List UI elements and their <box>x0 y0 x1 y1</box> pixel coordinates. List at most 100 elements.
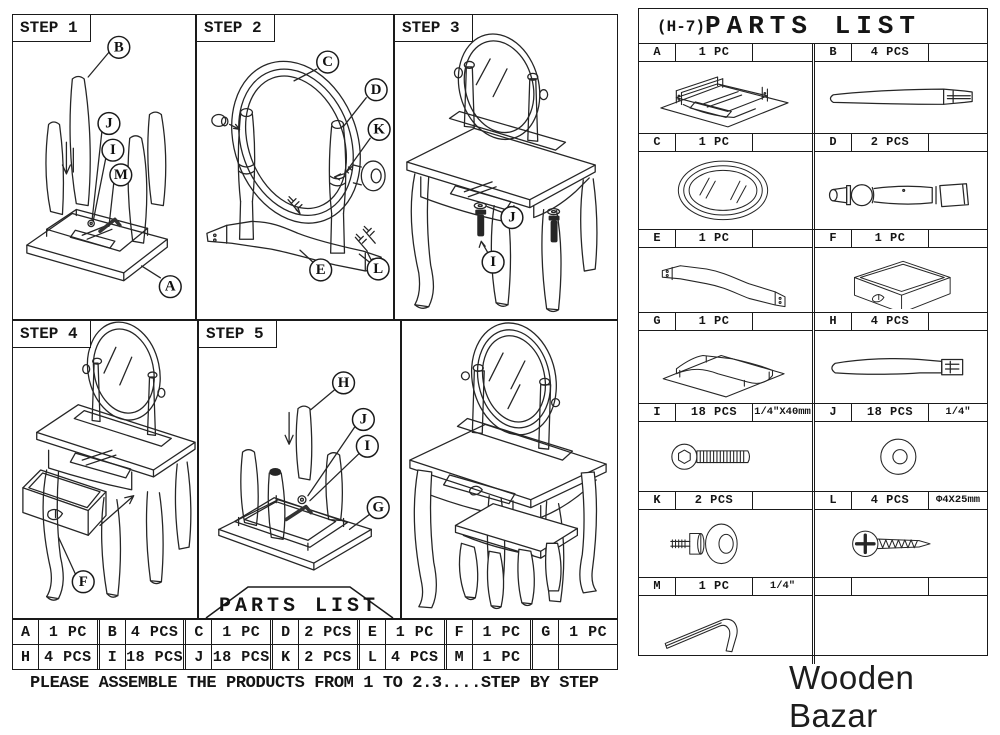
svg-text:G: G <box>372 500 384 516</box>
step3-panel: STEP 3 <box>394 14 618 320</box>
stool-leg-icon <box>831 357 964 376</box>
step3-illustration-table-with-mirror: J I <box>406 33 598 313</box>
mirror-base-rail-icon <box>661 264 786 307</box>
callout-step2-K: K <box>367 117 391 142</box>
assembly-instruction-sheet: { "brand": "Wooden Bazar", "sheet": { "b… <box>12 8 988 734</box>
svg-text:D: D <box>371 82 382 98</box>
callout-step3-J: J <box>500 205 524 230</box>
summary-cell-empty <box>530 645 617 669</box>
parts-list-banner-title: PARTS LIST <box>219 595 379 618</box>
svg-text:E: E <box>316 262 326 278</box>
step2-illustration-mirror-assembly: C D K E L <box>206 50 391 282</box>
callout-step2-E: E <box>309 258 333 282</box>
final-assembly-illustration <box>409 322 607 610</box>
step4-panel: STEP 4 <box>12 320 198 619</box>
step5-panel: STEP 5 <box>198 320 401 619</box>
svg-text:J: J <box>508 210 516 226</box>
parts-list-header: (H-7) PARTS LIST <box>639 9 987 44</box>
allen-key-icon <box>664 618 738 652</box>
callout-step1-A: A <box>158 275 182 299</box>
svg-text:H: H <box>338 375 350 391</box>
mirror-knob-icon <box>670 523 738 564</box>
oval-mirror-icon <box>678 160 769 221</box>
svg-text:L: L <box>373 261 383 277</box>
svg-text:I: I <box>490 254 496 270</box>
step5-label: STEP 5 <box>199 321 277 348</box>
instruction-sheet: STEP 1 <box>12 14 618 670</box>
callout-step4-F: F <box>71 570 95 594</box>
callout-step2-D: D <box>364 78 388 102</box>
stool-seat-frame-icon <box>662 354 785 398</box>
callout-step5-I: I <box>355 434 379 458</box>
parts-list-title: PARTS LIST <box>704 11 922 41</box>
svg-text:A: A <box>165 279 176 295</box>
step4-label: STEP 4 <box>13 321 91 348</box>
step4-illustration-drawer-insertion: F <box>22 321 196 601</box>
svg-text:C: C <box>322 54 333 70</box>
assembly-note: PLEASE ASSEMBLE THE PRODUCTS FROM 1 TO 2… <box>30 674 599 693</box>
svg-text:I: I <box>110 142 116 158</box>
svg-text:M: M <box>114 167 128 183</box>
table-leg-icon <box>830 88 973 105</box>
step1-illustration-inverted-table: B J I M A <box>26 35 182 299</box>
svg-text:F: F <box>79 574 88 590</box>
washer-icon <box>880 438 917 475</box>
step1-label: STEP 1 <box>13 15 91 42</box>
step5-illustration-inverted-stool: H J I G <box>218 371 390 571</box>
drawer-icon <box>854 260 951 310</box>
final-assembly-panel <box>401 320 618 619</box>
callout-step2-L: L <box>366 257 390 281</box>
svg-text:J: J <box>360 411 368 427</box>
callout-step1-I: I <box>101 138 125 162</box>
empty-part-body <box>815 596 987 664</box>
part-cell-empty <box>812 578 987 664</box>
svg-text:B: B <box>114 39 124 55</box>
callout-step5-H: H <box>331 371 356 395</box>
callout-step2-C: C <box>316 50 340 74</box>
step3-label: STEP 3 <box>395 15 473 42</box>
callout-step1-M: M <box>109 163 133 187</box>
callout-step5-J: J <box>351 407 375 432</box>
step2-label: STEP 2 <box>197 15 275 42</box>
svg-text:K: K <box>373 121 385 137</box>
hex-bolt-icon <box>671 443 751 470</box>
brand-watermark: Wooden Bazar <box>789 659 915 734</box>
step1-panel: STEP 1 <box>12 14 196 320</box>
svg-text:J: J <box>105 115 113 131</box>
parts-list-banner: PARTS LIST <box>205 586 394 619</box>
callout-step5-G: G <box>366 495 390 520</box>
